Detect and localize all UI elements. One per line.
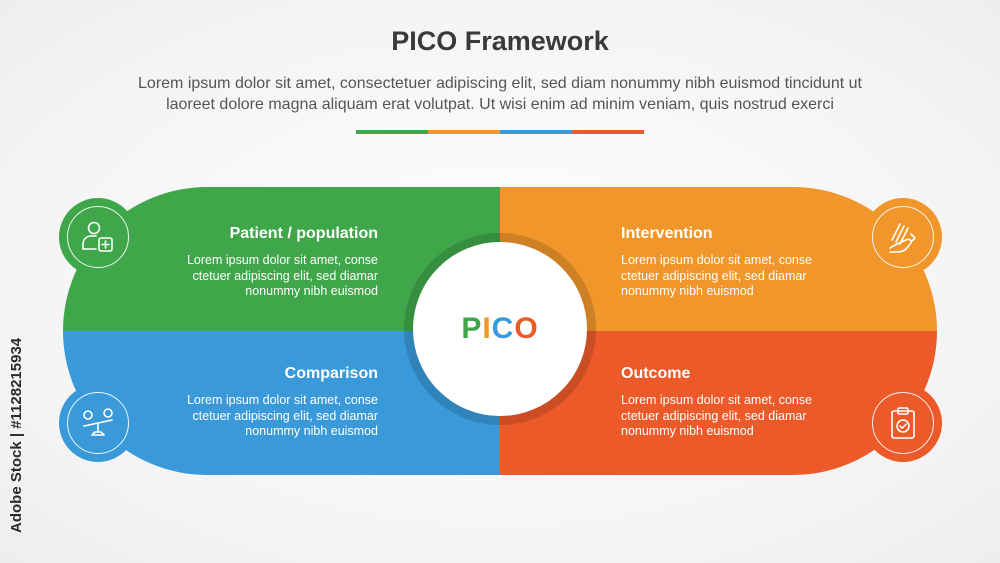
- page-title: PICO Framework: [391, 26, 609, 56]
- pico-letter-c: C: [491, 312, 515, 345]
- outcome-text: Lorem ipsum dolor sit amet, conse ctetue…: [621, 393, 813, 438]
- clipboard-check-icon: [891, 407, 915, 439]
- intervention-icon-badge: [864, 198, 942, 276]
- hand-pills-icon: [889, 223, 916, 253]
- pico-letter-o: O: [514, 312, 539, 345]
- subtitle-line-2: laoreet dolore magna aliquam erat volutp…: [166, 96, 834, 113]
- intervention-text: Lorem ipsum dolor sit amet, conse ctetue…: [621, 253, 813, 298]
- patient-icon-badge: [59, 198, 137, 276]
- color-divider: [356, 130, 644, 134]
- divider-green: [356, 130, 428, 134]
- patient-text: Lorem ipsum dolor sit amet, conse ctetue…: [186, 253, 378, 298]
- patient-title: Patient / population: [229, 225, 378, 242]
- person-plus-icon: [82, 221, 113, 252]
- pico-label: PICO: [461, 312, 538, 346]
- pico-letter-i: I: [482, 312, 492, 345]
- comparison-title: Comparison: [284, 365, 378, 382]
- balance-scale-icon: [83, 408, 113, 436]
- stock-watermark: Adobe Stock | #1128215934: [8, 337, 25, 533]
- divider-red: [572, 130, 644, 134]
- quadrant-intervention: Intervention Lorem ipsum dolor sit amet,…: [500, 187, 937, 331]
- center-circle: PICO: [413, 242, 587, 416]
- comparison-icon-badge: [59, 384, 137, 462]
- pico-letter-p: P: [461, 312, 483, 345]
- page-subtitle: Lorem ipsum dolor sit amet, consectetuer…: [60, 73, 940, 115]
- comparison-text: Lorem ipsum dolor sit amet, conse ctetue…: [186, 393, 378, 438]
- quadrant-patient: Patient / population Lorem ipsum dolor s…: [63, 187, 500, 331]
- outcome-icon-badge: [864, 384, 942, 462]
- divider-orange: [428, 130, 500, 134]
- divider-blue: [500, 130, 572, 134]
- intervention-title: Intervention: [621, 225, 713, 242]
- outcome-title: Outcome: [621, 365, 691, 382]
- subtitle-line-1: Lorem ipsum dolor sit amet, consectetuer…: [138, 75, 862, 92]
